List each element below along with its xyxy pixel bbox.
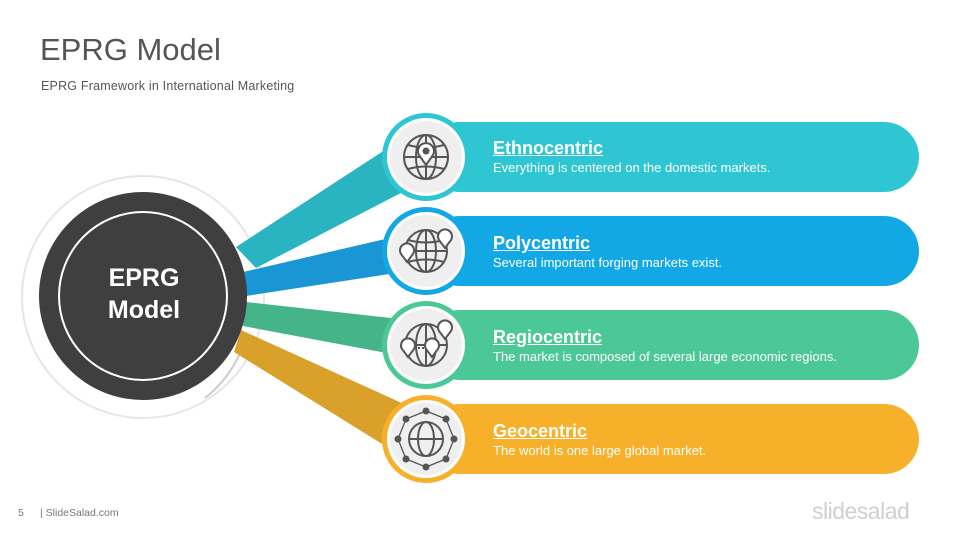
globe-connected-nodes-icon: [394, 407, 458, 471]
pill-geocentric: [425, 404, 919, 474]
item-title[interactable]: Polycentric: [493, 233, 591, 253]
item-description: Several important forging markets exist.: [493, 255, 723, 270]
item-description: Everything is centered on the domestic m…: [493, 160, 771, 175]
center-label-line1: EPRG: [108, 264, 180, 292]
connector-regiocentric: [243, 302, 428, 360]
center-circle: [39, 192, 247, 400]
connector-polycentric: [243, 230, 428, 296]
item-ethnocentric: Ethnocentric Everything is centered on t…: [493, 138, 770, 175]
page-number: 5: [18, 507, 24, 519]
globe-pin-icon: [403, 134, 449, 180]
item-regiocentric: Regiocentric The market is composed of s…: [493, 327, 837, 364]
pill-ethnocentric: [425, 122, 919, 192]
pill-polycentric: [425, 216, 919, 286]
item-description: The market is composed of several large …: [493, 349, 837, 364]
item-polycentric: Polycentric Several important forging ma…: [493, 233, 722, 270]
item-description: The world is one large global market.: [493, 443, 707, 458]
slide-subtitle: EPRG Framework in International Marketin…: [41, 79, 295, 93]
pill-regiocentric: [425, 310, 919, 380]
connector-ethnocentric: [236, 135, 426, 268]
brand-logo: slidesalad: [812, 498, 910, 524]
item-title[interactable]: Regiocentric: [493, 327, 603, 347]
center-label: EPRG Model: [60, 262, 228, 326]
item-title[interactable]: Geocentric: [493, 421, 588, 441]
globe-two-pins-icon: [399, 228, 453, 273]
item-title[interactable]: Ethnocentric: [493, 138, 604, 158]
center-inner-ring: [58, 211, 228, 381]
center-label-line2: Model: [107, 296, 181, 324]
globe-network-pins-icon: [400, 319, 453, 367]
slide-title: EPRG Model: [40, 32, 221, 67]
outer-ring: [21, 175, 265, 419]
footer-site-link[interactable]: | SlideSalad.com: [40, 507, 119, 519]
item-geocentric: Geocentric The world is one large global…: [493, 421, 706, 458]
connector-geocentric: [234, 330, 426, 460]
